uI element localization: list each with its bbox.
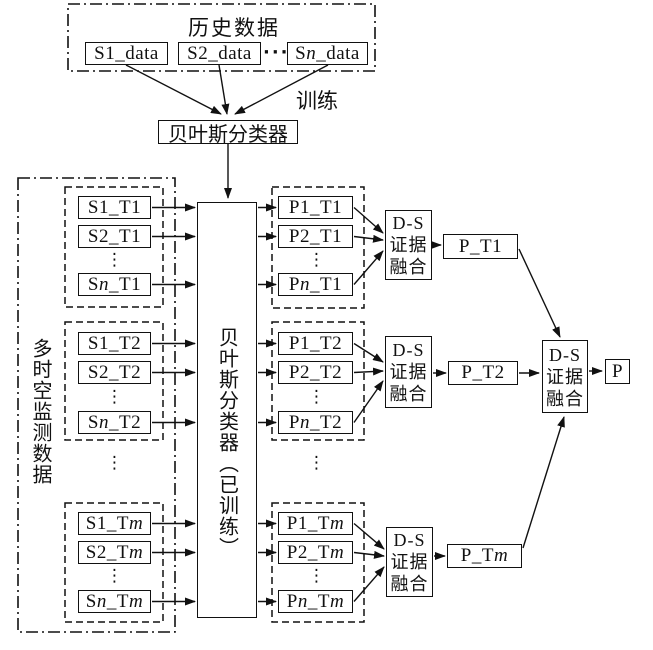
history-panel-border [67, 3, 376, 72]
ellipsis-history: ··· [263, 42, 290, 63]
p-group-t1-border [271, 186, 365, 309]
p-group-t2-border [271, 321, 365, 441]
arrow-ptm-to-dsfinal [522, 416, 565, 549]
s-group-t2-border [64, 321, 164, 441]
ds3-line3: 融合 [390, 574, 429, 594]
ellipsis-p-t1: ⋮ [308, 250, 325, 270]
node-p1-t2: P1_T2 [278, 332, 353, 355]
node-s2-data: S2_data [178, 42, 261, 65]
ellipsis-p-tm: ⋮ [308, 566, 325, 586]
arrows-history-to-classifier [125, 64, 329, 115]
monitor-panel-label: 多时空监测数据 [29, 338, 51, 485]
ds2-line2: 证据 [389, 362, 428, 382]
node-bayes-classifier-trained: 贝叶斯分类器（已训练） [197, 202, 257, 618]
dsf-line2: 证据 [546, 366, 584, 387]
node-s1-t2: S1_T2 [78, 332, 151, 355]
trained-classifier-label: 贝叶斯分类器（已训练） [215, 326, 238, 558]
node-s2-t2: S2_T2 [78, 361, 151, 384]
arrows-classifier-to-p [258, 203, 277, 606]
dsf-line1: D-S [548, 344, 581, 365]
node-bayes-classifier: 贝叶斯分类器 [158, 120, 298, 146]
ds1-line2: 证据 [389, 235, 428, 255]
node-p-t1: P_T1 [443, 234, 518, 259]
arrows-s-to-classifier [152, 203, 196, 606]
node-ds-fusion-3: D-S 证据 融合 [386, 527, 433, 597]
ds2-line3: 融合 [389, 384, 428, 404]
node-p-t2: P_T2 [448, 361, 518, 385]
node-p2-t1: P2_T1 [278, 225, 353, 248]
history-title: 历史数据 [188, 16, 280, 40]
node-s2-t1: S2_T1 [78, 225, 151, 248]
arrow-pt1-to-dsfinal [518, 248, 561, 338]
node-s1-t1: S1_T1 [78, 196, 151, 219]
node-p1-t1: P1_T1 [278, 196, 353, 219]
ellipsis-p-between: ⋮ [308, 453, 325, 473]
dsf-line3: 融合 [546, 388, 584, 409]
ds3-line1: D-S [393, 530, 426, 550]
arrows-p-to-ds1 [353, 206, 384, 285]
ds3-line2: 证据 [390, 552, 429, 572]
node-ds-fusion-final: D-S 证据 融合 [542, 340, 588, 413]
node-ds-fusion-2: D-S 证据 融合 [385, 336, 432, 408]
node-p-final: P [605, 359, 630, 384]
node-ds-fusion-1: D-S 证据 融合 [385, 210, 432, 280]
ellipsis-p-t2: ⋮ [308, 387, 325, 407]
ellipsis-s-tm: ⋮ [106, 566, 123, 586]
s-group-tm-border [64, 502, 164, 623]
ds1-line1: D-S [392, 213, 425, 233]
arrows-p-to-ds3 [353, 522, 385, 602]
ellipsis-s-t1: ⋮ [106, 250, 123, 270]
ds2-line1: D-S [392, 340, 425, 360]
ellipsis-s-t2: ⋮ [106, 387, 123, 407]
node-p2-t2: P2_T2 [278, 361, 353, 384]
p-group-tm-border [271, 502, 365, 623]
ellipsis-s-between: ⋮ [106, 453, 123, 473]
arrows-p-to-ds2 [353, 342, 384, 423]
monitor-panel-border [17, 177, 176, 633]
node-s1-data: S1_data [85, 42, 168, 65]
s-group-t1-border [64, 186, 164, 308]
train-label: 训练 [296, 89, 338, 113]
ds1-line3: 融合 [389, 257, 428, 277]
